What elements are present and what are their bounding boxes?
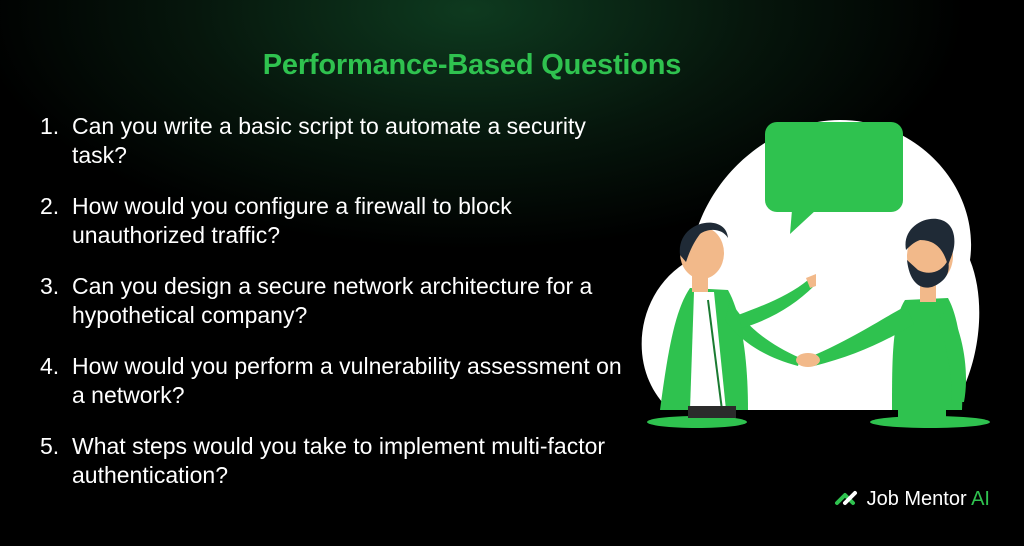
item-number: 4. xyxy=(40,353,60,379)
item-text: How would you perform a vulnerability as… xyxy=(72,353,622,408)
list-item: 2. How would you configure a firewall to … xyxy=(40,192,640,250)
item-number: 1. xyxy=(40,113,60,139)
list-item: 4. How would you perform a vulnerability … xyxy=(40,352,640,410)
person-right xyxy=(812,218,967,422)
item-text: Can you write a basic script to automate… xyxy=(72,113,586,168)
item-text: What steps would you take to implement m… xyxy=(72,433,606,488)
handshake-illustration xyxy=(641,120,990,428)
brand-logo: Job Mentor AI xyxy=(833,488,990,511)
list-item: 3. Can you design a secure network archit… xyxy=(40,272,640,330)
page-title: Performance-Based Questions xyxy=(262,49,682,82)
ground-shadow-left xyxy=(647,416,747,428)
item-number: 3. xyxy=(40,273,60,299)
list-item: 5. What steps would you take to implement… xyxy=(40,432,640,490)
item-text: Can you design a secure network architec… xyxy=(72,273,593,328)
person-left xyxy=(660,222,816,418)
handshake-hands xyxy=(796,353,820,367)
speech-bubble-icon xyxy=(765,122,903,234)
brand-suffix: AI xyxy=(971,488,990,510)
item-text: How would you configure a firewall to bl… xyxy=(72,193,512,248)
question-list: 1. Can you write a basic script to automa… xyxy=(40,112,640,490)
item-number: 5. xyxy=(40,433,60,459)
brand-name-text: Job Mentor xyxy=(866,488,967,510)
list-item: 1. Can you write a basic script to automa… xyxy=(40,112,640,170)
brand-name: Job Mentor AI xyxy=(867,488,990,511)
job-mentor-logo-icon xyxy=(834,490,857,505)
item-number: 2. xyxy=(40,193,60,219)
